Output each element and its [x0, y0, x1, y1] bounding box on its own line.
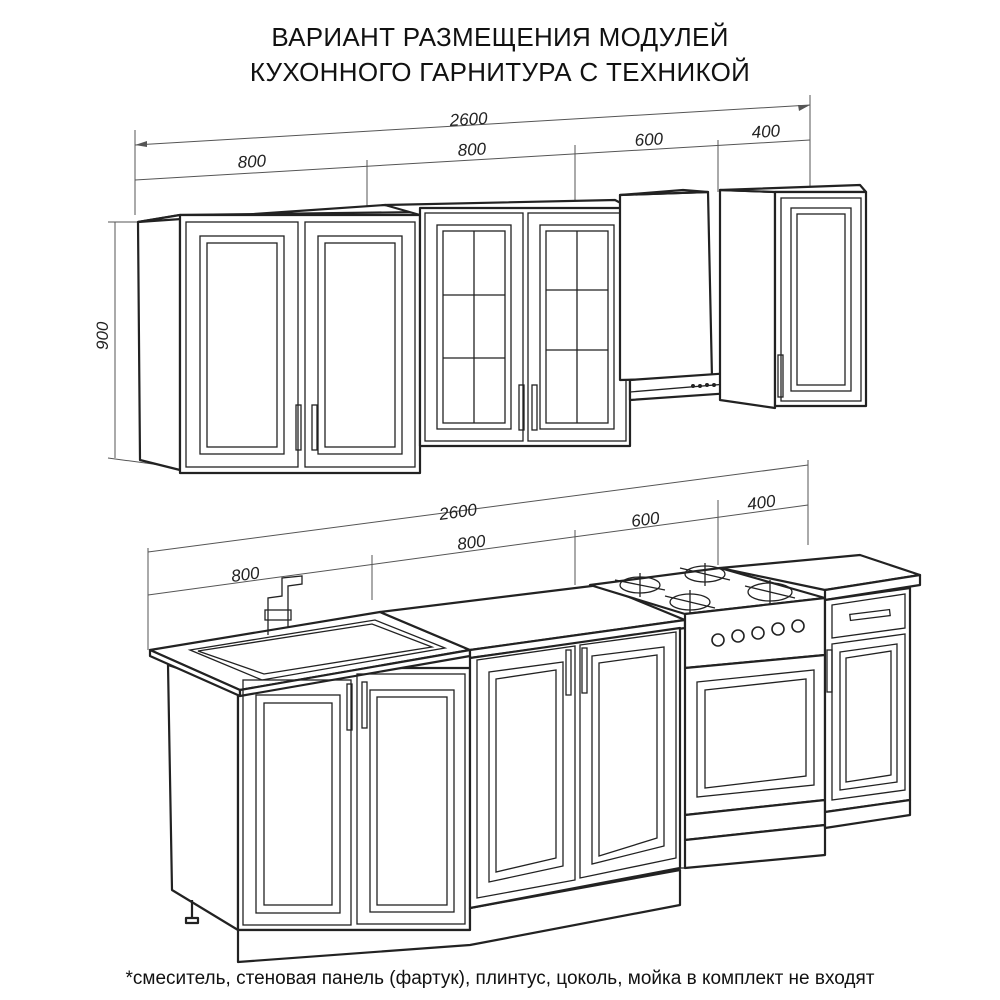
lower-total-dimension: 2600 [437, 500, 479, 524]
footnote: *смеситель, стеновая панель (фартук), пл… [125, 968, 875, 989]
lower-module1-dimension: 800 [230, 563, 261, 586]
lower-dimension-lines: 2600 800 800 600 400 [147, 460, 809, 650]
upper-cabinet-4 [718, 183, 868, 410]
upper-height-dimension: 900 [93, 321, 112, 350]
right-drawer-cabinet [718, 553, 922, 830]
upper-hood-dimension: 600 [634, 129, 664, 150]
upper-module2-dimension: 800 [457, 139, 487, 160]
upper-cabinet-1 [136, 203, 427, 475]
upper-module4-dimension: 400 [751, 121, 781, 142]
upper-module1-dimension: 800 [237, 151, 267, 172]
diagram-title-line2: КУХОННОГО ГАРНИТУРА С ТЕХНИКОЙ [249, 57, 751, 87]
lower-stove-dimension: 600 [630, 508, 661, 531]
lower-module4-dimension: 400 [746, 491, 777, 514]
diagram-title-line1: ВАРИАНТ РАЗМЕЩЕНИЯ МОДУЛЕЙ [271, 22, 729, 52]
sink-cabinet [148, 575, 472, 932]
plinth [236, 868, 682, 964]
upper-dimension-lines: 2600 800 800 600 400 900 [93, 95, 811, 466]
gas-stove [588, 563, 827, 870]
middle-cabinet [378, 583, 687, 910]
lower-module2-dimension: 800 [456, 531, 487, 554]
upper-total-dimension: 2600 [448, 109, 488, 130]
upper-cabinet-2-glass [383, 198, 632, 448]
